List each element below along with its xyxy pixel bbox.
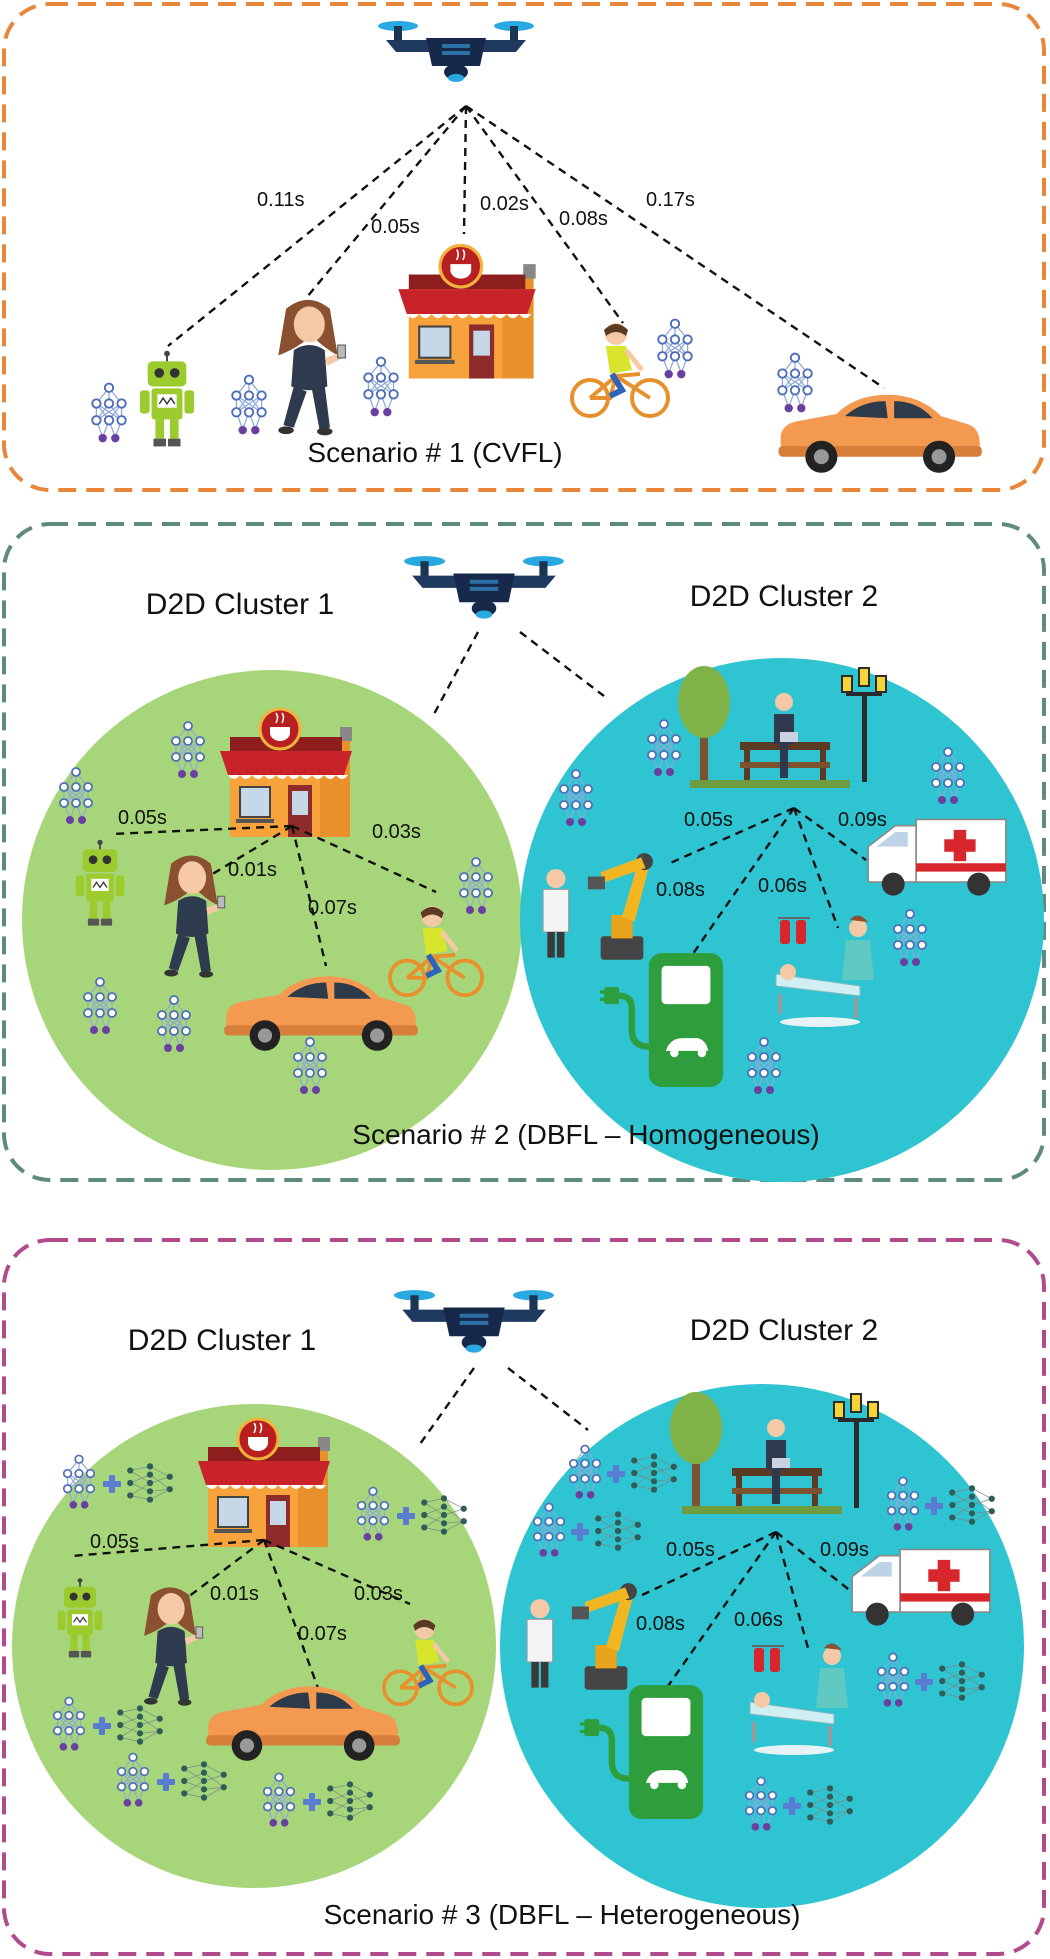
s2-c2-latency-arm: 0.05s xyxy=(684,809,733,831)
s1-latency-woman: 0.05s xyxy=(371,216,420,238)
s1-latency-car: 0.17s xyxy=(646,189,695,211)
s3-c1-latency-cyclist: 0.03s xyxy=(354,1583,403,1605)
cyclist-icon xyxy=(572,323,668,416)
s1-links xyxy=(167,105,885,389)
coffee-shop-icon xyxy=(396,243,538,381)
s2-cluster2-links xyxy=(667,806,867,985)
s3-c2-latency-arm: 0.05s xyxy=(666,1539,715,1561)
neural-network-icon xyxy=(363,356,399,418)
car-icon xyxy=(778,394,982,473)
s3-cluster1-title: D2D Cluster 1 xyxy=(128,1324,316,1357)
s3-c1-latency-robot: 0.05s xyxy=(90,1531,139,1553)
s1-latency-shop: 0.02s xyxy=(480,193,529,215)
s3-c2-latency-ambulance: 0.09s xyxy=(820,1539,869,1561)
s1-latency-cyclist: 0.08s xyxy=(559,208,608,230)
s1-latency-robot: 0.11s xyxy=(257,189,304,211)
scenario1-title: Scenario # 1 (CVFL) xyxy=(307,437,562,468)
neural-network-icon xyxy=(91,382,127,444)
s3-uplinks xyxy=(419,1367,589,1445)
scenario3-title: Scenario # 3 (DBFL – Heterogeneous) xyxy=(324,1899,801,1930)
s3-cluster2-title: D2D Cluster 2 xyxy=(690,1314,878,1347)
s2-cluster2-title: D2D Cluster 2 xyxy=(690,580,878,613)
s2-cluster1-circle xyxy=(22,670,522,1170)
s2-c1-latency-robot: 0.05s xyxy=(118,807,167,829)
s2-c1-latency-car: 0.07s xyxy=(308,897,357,919)
robot-icon xyxy=(138,349,196,448)
s3-c2-latency-ev: 0.08s xyxy=(636,1613,685,1635)
s2-c2-latency-ev: 0.08s xyxy=(656,879,705,901)
drone-icon xyxy=(394,1290,554,1353)
neural-network-icon xyxy=(777,352,813,414)
scenario3-frame xyxy=(2,1238,1046,1956)
s2-cluster1-title: D2D Cluster 1 xyxy=(146,588,334,621)
woman-phone-icon xyxy=(277,299,347,437)
s3-c1-latency-car: 0.07s xyxy=(298,1623,347,1645)
s3-cluster2-links xyxy=(639,1530,853,1707)
drone-icon xyxy=(378,21,534,82)
s2-c2-latency-ambulance: 0.09s xyxy=(838,809,887,831)
s3-c1-latency-woman: 0.01s xyxy=(210,1583,259,1605)
s2-c1-latency-woman: 0.01s xyxy=(228,859,277,881)
scenario2-title: Scenario # 2 (DBFL – Homogeneous) xyxy=(352,1119,819,1150)
drone-icon xyxy=(404,556,564,619)
s2-c1-latency-cyclist: 0.03s xyxy=(372,821,421,843)
s3-c2-latency-hospital: 0.06s xyxy=(734,1609,783,1631)
neural-network-icon xyxy=(231,374,267,436)
neural-network-icon xyxy=(657,318,693,380)
scenario1-frame xyxy=(2,2,1046,492)
scenario2-frame xyxy=(2,522,1046,1182)
s2-uplinks xyxy=(432,631,605,715)
s2-c2-latency-hospital: 0.06s xyxy=(758,875,807,897)
